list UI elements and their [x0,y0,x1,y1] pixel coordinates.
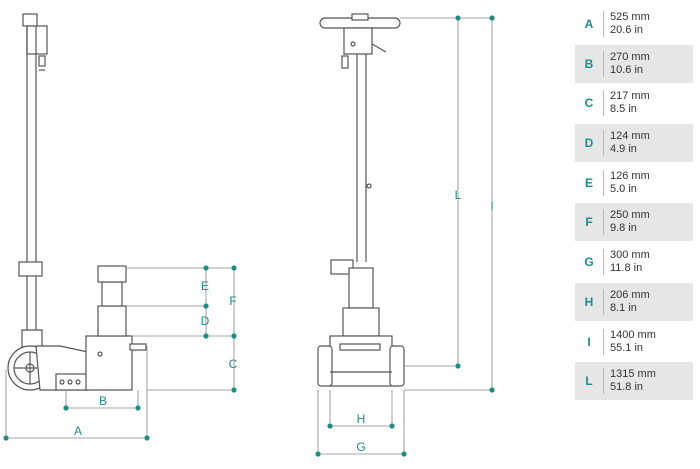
spec-mm: 1315 mm [610,368,656,381]
front-clip [330,259,354,275]
spec-row: A 525 mm 20.6 in [575,5,693,43]
front-view [317,13,405,387]
spec-letter: L [585,374,593,389]
handle-clip [18,261,43,277]
spec-in: 10.6 in [610,63,644,76]
spec-values: 525 mm 20.6 in [603,11,650,37]
spec-values: 1400 mm 55.1 in [603,328,656,355]
spec-mm: 300 mm [610,249,650,262]
spec-in: 11.8 in [610,262,643,275]
spec-letter: G [584,255,594,270]
dimension-spec-table: A 525 mm 20.6 in B 270 mm 10.6 in C 217 … [575,5,693,402]
spec-mm: 525 mm [610,11,650,23]
spec-letter: D [584,136,594,151]
cylinder-body [85,335,133,391]
spec-mm: 206 mm [610,288,650,301]
spec-mm: 124 mm [610,130,650,143]
spec-mm: 1400 mm [610,328,656,341]
spec-row: B 270 mm 10.6 in [575,44,693,83]
ram-stage-1 [97,305,127,337]
ram-stage-2 [101,281,123,307]
spec-letter: F [585,215,593,230]
spec-row: I 1400 mm 55.1 in [575,323,693,361]
spec-in: 8.1 in [610,301,637,314]
handle-valve-knob [38,55,46,67]
spec-mm: 126 mm [610,169,650,182]
spec-values: 1315 mm 51.8 in [603,368,656,395]
spec-values: 300 mm 11.8 in [603,249,650,276]
spec-mm: 250 mm [610,209,650,222]
side-view [7,13,147,391]
spec-values: 126 mm 5.0 in [603,169,650,196]
front-valve-block [343,27,373,55]
dim-label-a: A [74,424,82,438]
dim-label-d: D [201,314,210,328]
dim-label-l: L [455,188,462,202]
spec-values: 217 mm 8.5 in [603,90,650,117]
spec-in: 20.6 in [610,24,644,36]
spec-in: 9.8 in [610,222,637,235]
left-wheel [317,345,333,387]
spec-letter: E [584,175,593,190]
jack-dimension-drawing: A B C D E F G H L I [3,13,495,457]
dim-label-e: E [201,279,209,293]
handle-valve-block [26,25,48,55]
saddle [97,265,127,283]
dimension-labels: A B C D E F G H L I [74,188,494,454]
spec-letter: B [584,56,594,71]
dim-label-f: F [229,294,236,308]
spec-row: H 206 mm 8.1 in [575,282,693,321]
spec-letter: A [584,17,594,31]
spec-row: G 300 mm 11.8 in [575,243,693,281]
dimension-lines [5,17,493,455]
spec-row: L 1315 mm 51.8 in [575,362,693,401]
spec-letter: I [587,334,591,349]
spec-values: 206 mm 8.1 in [603,288,650,315]
spec-mm: 270 mm [610,50,650,63]
spec-row: F 250 mm 9.8 in [575,203,693,242]
spec-values: 124 mm 4.9 in [603,130,650,157]
right-wheel [389,345,405,387]
front-ram-upper [348,267,374,309]
spec-row: E 126 mm 5.0 in [575,164,693,202]
spec-row: D 124 mm 4.9 in [575,124,693,163]
spec-mm: 217 mm [610,90,650,103]
spec-letter: C [584,96,594,111]
spec-in: 51.8 in [610,381,644,394]
spec-in: 5.0 in [610,182,637,195]
spec-values: 250 mm 9.8 in [603,209,650,236]
spec-in: 8.5 in [610,103,637,116]
dimension-endpoints [3,15,495,457]
dim-label-g: G [356,440,365,454]
spec-in: 4.9 in [610,143,637,156]
front-ram-lower [342,307,380,337]
dim-label-b: B [99,394,107,408]
spec-letter: H [584,294,594,309]
spec-in: 55.1 in [610,341,644,354]
dim-label-h: H [357,412,366,426]
spec-row: C 217 mm 8.5 in [575,84,693,122]
spec-values: 270 mm 10.6 in [603,50,650,77]
handle-grip [22,13,38,27]
dim-label-c: C [229,357,238,371]
dim-label-i: I [490,199,493,213]
